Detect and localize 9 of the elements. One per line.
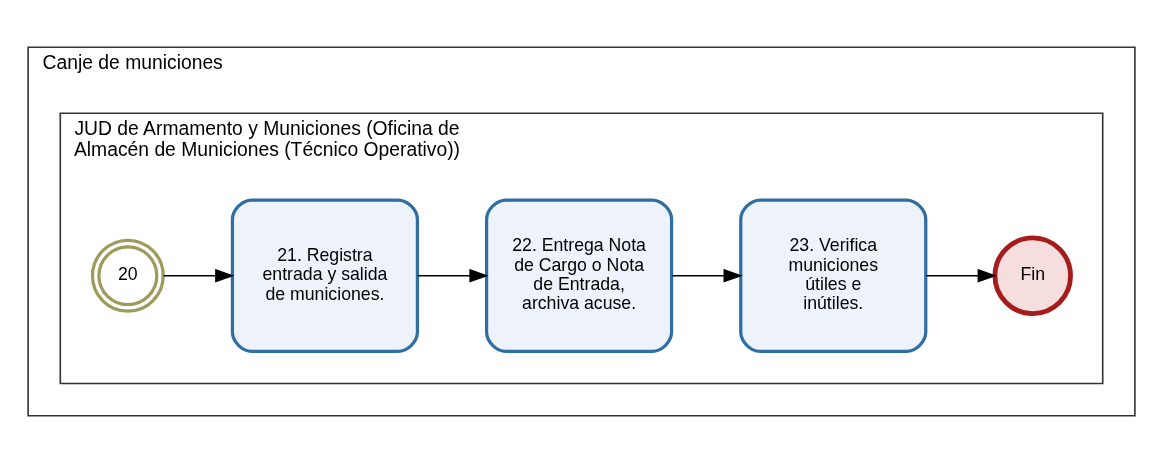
arrow (671, 268, 743, 282)
node-circle: 20 (90, 238, 165, 313)
node-box: 23. Verifica municiones útiles e inútiles. (739, 198, 928, 353)
arrow (925, 268, 997, 282)
arrow (162, 268, 235, 282)
node-circle: Fin (992, 235, 1073, 316)
node-box: 22. Entrega Nota de Cargo o Nota de Entrada, archiva acuse. (484, 198, 674, 353)
arrow (417, 268, 489, 282)
node-box: 21. Registra entrada y salida de municiones. (230, 198, 420, 353)
